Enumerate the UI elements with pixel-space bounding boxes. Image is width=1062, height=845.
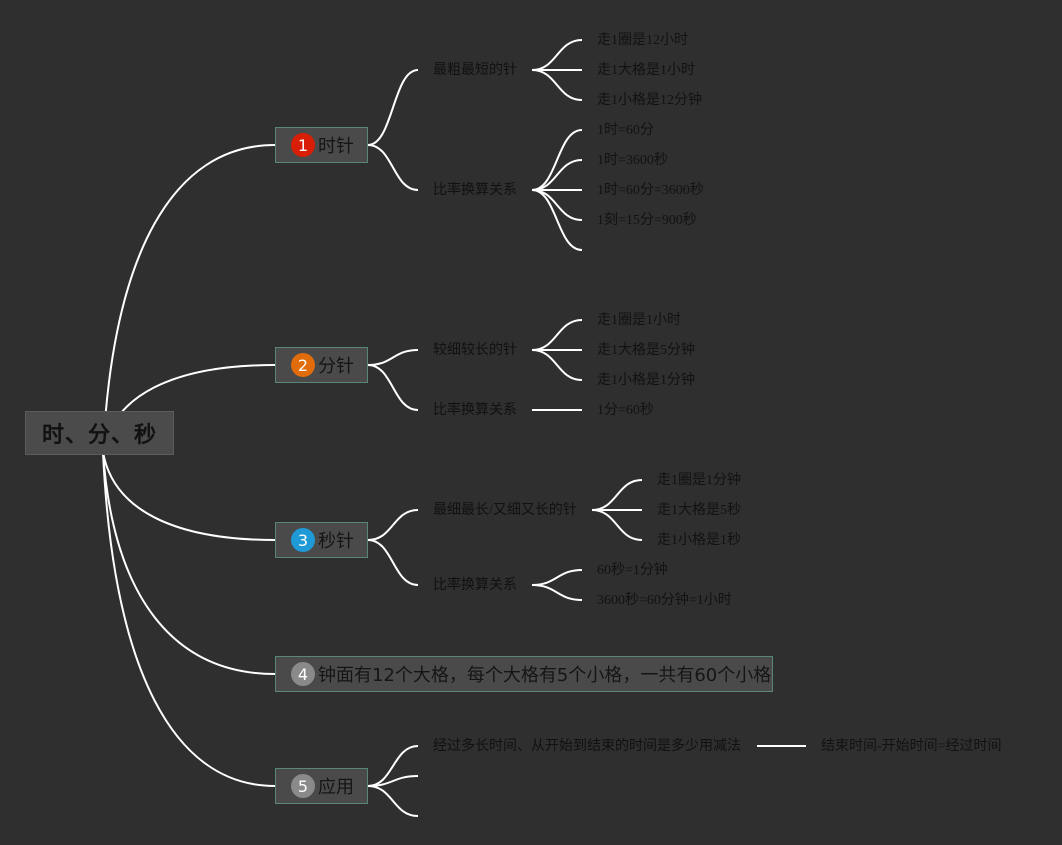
leaf-item[interactable]: 3600秒=60分钟=1小时 (597, 593, 732, 608)
topic-application[interactable]: 5 应用 (275, 768, 368, 804)
subtopic-minute-conversion[interactable]: 比率换算关系 (433, 403, 517, 418)
number-badge-4: 4 (291, 662, 315, 686)
connector-line (531, 349, 583, 381)
number-badge-3: 3 (291, 528, 315, 552)
connector-line (591, 479, 643, 511)
subtopic-second-hand-shape[interactable]: 最细最长/又细又长的针 (433, 503, 577, 518)
leaf-item[interactable]: 走1大格是5秒 (657, 503, 741, 518)
leaf-item[interactable]: 结束时间-开始时间=经过时间 (821, 739, 1002, 754)
leaf-item[interactable]: 走1小格是1分钟 (597, 373, 695, 388)
subtopic-hour-conversion[interactable]: 比率换算关系 (433, 183, 517, 198)
topic-label: 时针 (318, 136, 354, 157)
connector-line (531, 69, 583, 101)
leaf-item[interactable]: 1分=60秒 (597, 403, 654, 418)
leaf-item[interactable]: 走1小格是12分钟 (597, 93, 702, 108)
connector-line (367, 364, 419, 411)
subtopic-elapsed-time[interactable]: 经过多长时间、从开始到结束的时间是多少用减法 (433, 739, 741, 754)
connector-line (367, 509, 419, 541)
leaf-item[interactable]: 走1大格是5分钟 (597, 343, 695, 358)
subtopic-minute-hand-shape[interactable]: 较细较长的针 (433, 343, 517, 358)
subtopic-second-conversion[interactable]: 比率换算关系 (433, 578, 517, 593)
connector-line (367, 349, 419, 366)
connector-line (591, 509, 643, 541)
topic-hour-hand[interactable]: 1 时针 (275, 127, 368, 163)
leaf-item[interactable]: 1时=60分=3600秒 (597, 183, 704, 198)
leaf-item[interactable]: 走1大格是1小时 (597, 63, 695, 78)
leaf-item[interactable]: 1时=60分 (597, 123, 654, 138)
root-topic[interactable]: 时、分、秒 (25, 411, 174, 455)
connector-line (102, 144, 276, 453)
connector-line (531, 189, 583, 251)
number-badge-1: 1 (291, 133, 315, 157)
topic-minute-hand[interactable]: 2 分针 (275, 347, 368, 383)
connector-line (531, 39, 583, 71)
topic-second-hand[interactable]: 3 秒针 (275, 522, 368, 558)
topic-label: 分针 (318, 356, 354, 377)
subtopic-hour-hand-shape[interactable]: 最粗最短的针 (433, 63, 517, 78)
connector-line (367, 785, 419, 817)
topic-label: 秒针 (318, 531, 354, 552)
connector-line (102, 451, 276, 675)
number-badge-5: 5 (291, 774, 315, 798)
leaf-item[interactable]: 1时=3600秒 (597, 153, 668, 168)
connector-line (367, 539, 419, 586)
connector-line (367, 144, 419, 191)
connector-line (367, 69, 419, 146)
topic-label: 应用 (318, 777, 354, 798)
leaf-item[interactable]: 60秒=1分钟 (597, 563, 668, 578)
connector-line (531, 584, 583, 601)
connector-line (531, 189, 583, 221)
connector-line (531, 159, 583, 191)
leaf-item[interactable]: 走1小格是1秒 (657, 533, 741, 548)
leaf-item[interactable]: 走1圈是1小时 (597, 313, 681, 328)
topic-clock-face[interactable]: 4 钟面有12个大格，每个大格有5个小格，一共有60个小格 (275, 656, 773, 692)
topic-label: 钟面有12个大格，每个大格有5个小格，一共有60个小格 (318, 665, 772, 686)
connector-line (531, 569, 583, 586)
connector-line (102, 451, 276, 787)
connector-line (102, 451, 276, 541)
connector-line (531, 319, 583, 351)
leaf-item[interactable]: 1刻=15分=900秒 (597, 213, 697, 228)
number-badge-2: 2 (291, 353, 315, 377)
leaf-item[interactable]: 走1圈是1分钟 (657, 473, 741, 488)
connector-line (531, 129, 583, 191)
leaf-item[interactable]: 走1圈是12小时 (597, 33, 688, 48)
